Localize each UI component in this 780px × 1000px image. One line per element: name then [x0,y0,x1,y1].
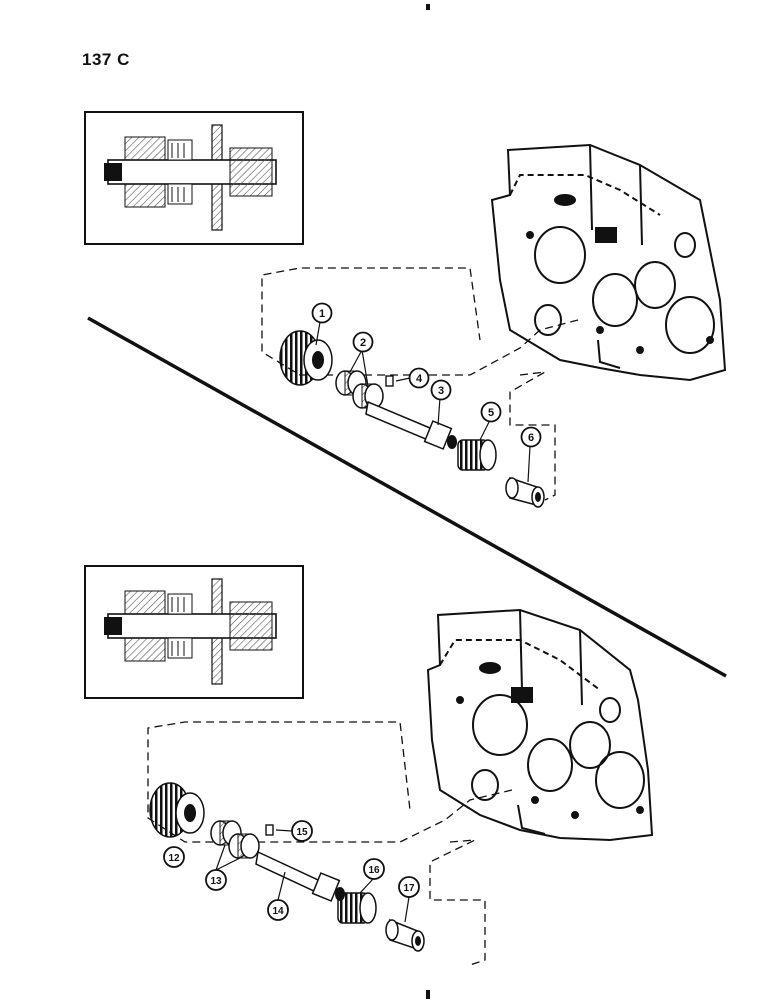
upper-pinion [457,439,497,471]
callout-16: 16 [363,858,385,880]
lower-bearing-b [228,833,260,859]
lower-bushing [385,918,425,952]
callout-13: 13 [205,869,227,891]
upper-gear [279,330,333,386]
svg-text:6: 6 [528,432,534,444]
lower-leader-lines [173,829,410,923]
svg-text:17: 17 [403,883,415,894]
register-mark-top [426,4,430,10]
svg-text:13: 13 [210,876,222,887]
callout-2: 2 [352,331,374,353]
section-divider-line [87,316,727,678]
svg-text:3: 3 [438,385,444,397]
callout-17: 17 [398,876,420,898]
lower-assembly-path [147,721,513,843]
lower-assembly-path-2 [429,839,486,966]
svg-text:16: 16 [368,865,380,876]
svg-text:12: 12 [168,853,180,864]
callout-12: 12 [163,846,185,868]
svg-text:5: 5 [488,407,494,419]
callout-3: 3 [430,379,452,401]
svg-text:4: 4 [416,373,423,385]
lower-shaft [255,850,345,902]
svg-text:2: 2 [360,337,366,349]
callout-14: 14 [267,899,289,921]
upper-group: 1 2 4 3 5 6 [84,111,727,508]
upper-bushing [505,476,545,508]
upper-assembly-path-2 [509,371,556,501]
svg-text:1: 1 [319,308,325,320]
callout-1: 1 [311,302,333,324]
callout-4: 4 [408,367,430,389]
upper-set-screw [385,375,394,387]
lower-inset-cross-section [84,565,304,699]
lower-set-screw [265,824,274,836]
svg-text:14: 14 [272,906,284,917]
callout-15: 15 [291,820,313,842]
register-mark-bottom [426,990,430,999]
upper-inset-cross-section [84,111,304,245]
callout-5: 5 [480,401,502,423]
upper-shaft [365,400,457,450]
lower-bearing-a [210,820,242,846]
callout-6: 6 [520,426,542,448]
page-number: 137 C [82,50,130,69]
upper-leader-lines [315,321,531,483]
lower-gear [149,782,205,838]
svg-text:15: 15 [296,827,308,838]
lower-housing [426,608,654,842]
upper-housing [490,143,727,382]
lower-group: 12 13 15 14 16 17 [84,565,654,966]
lower-pinion [337,892,377,924]
